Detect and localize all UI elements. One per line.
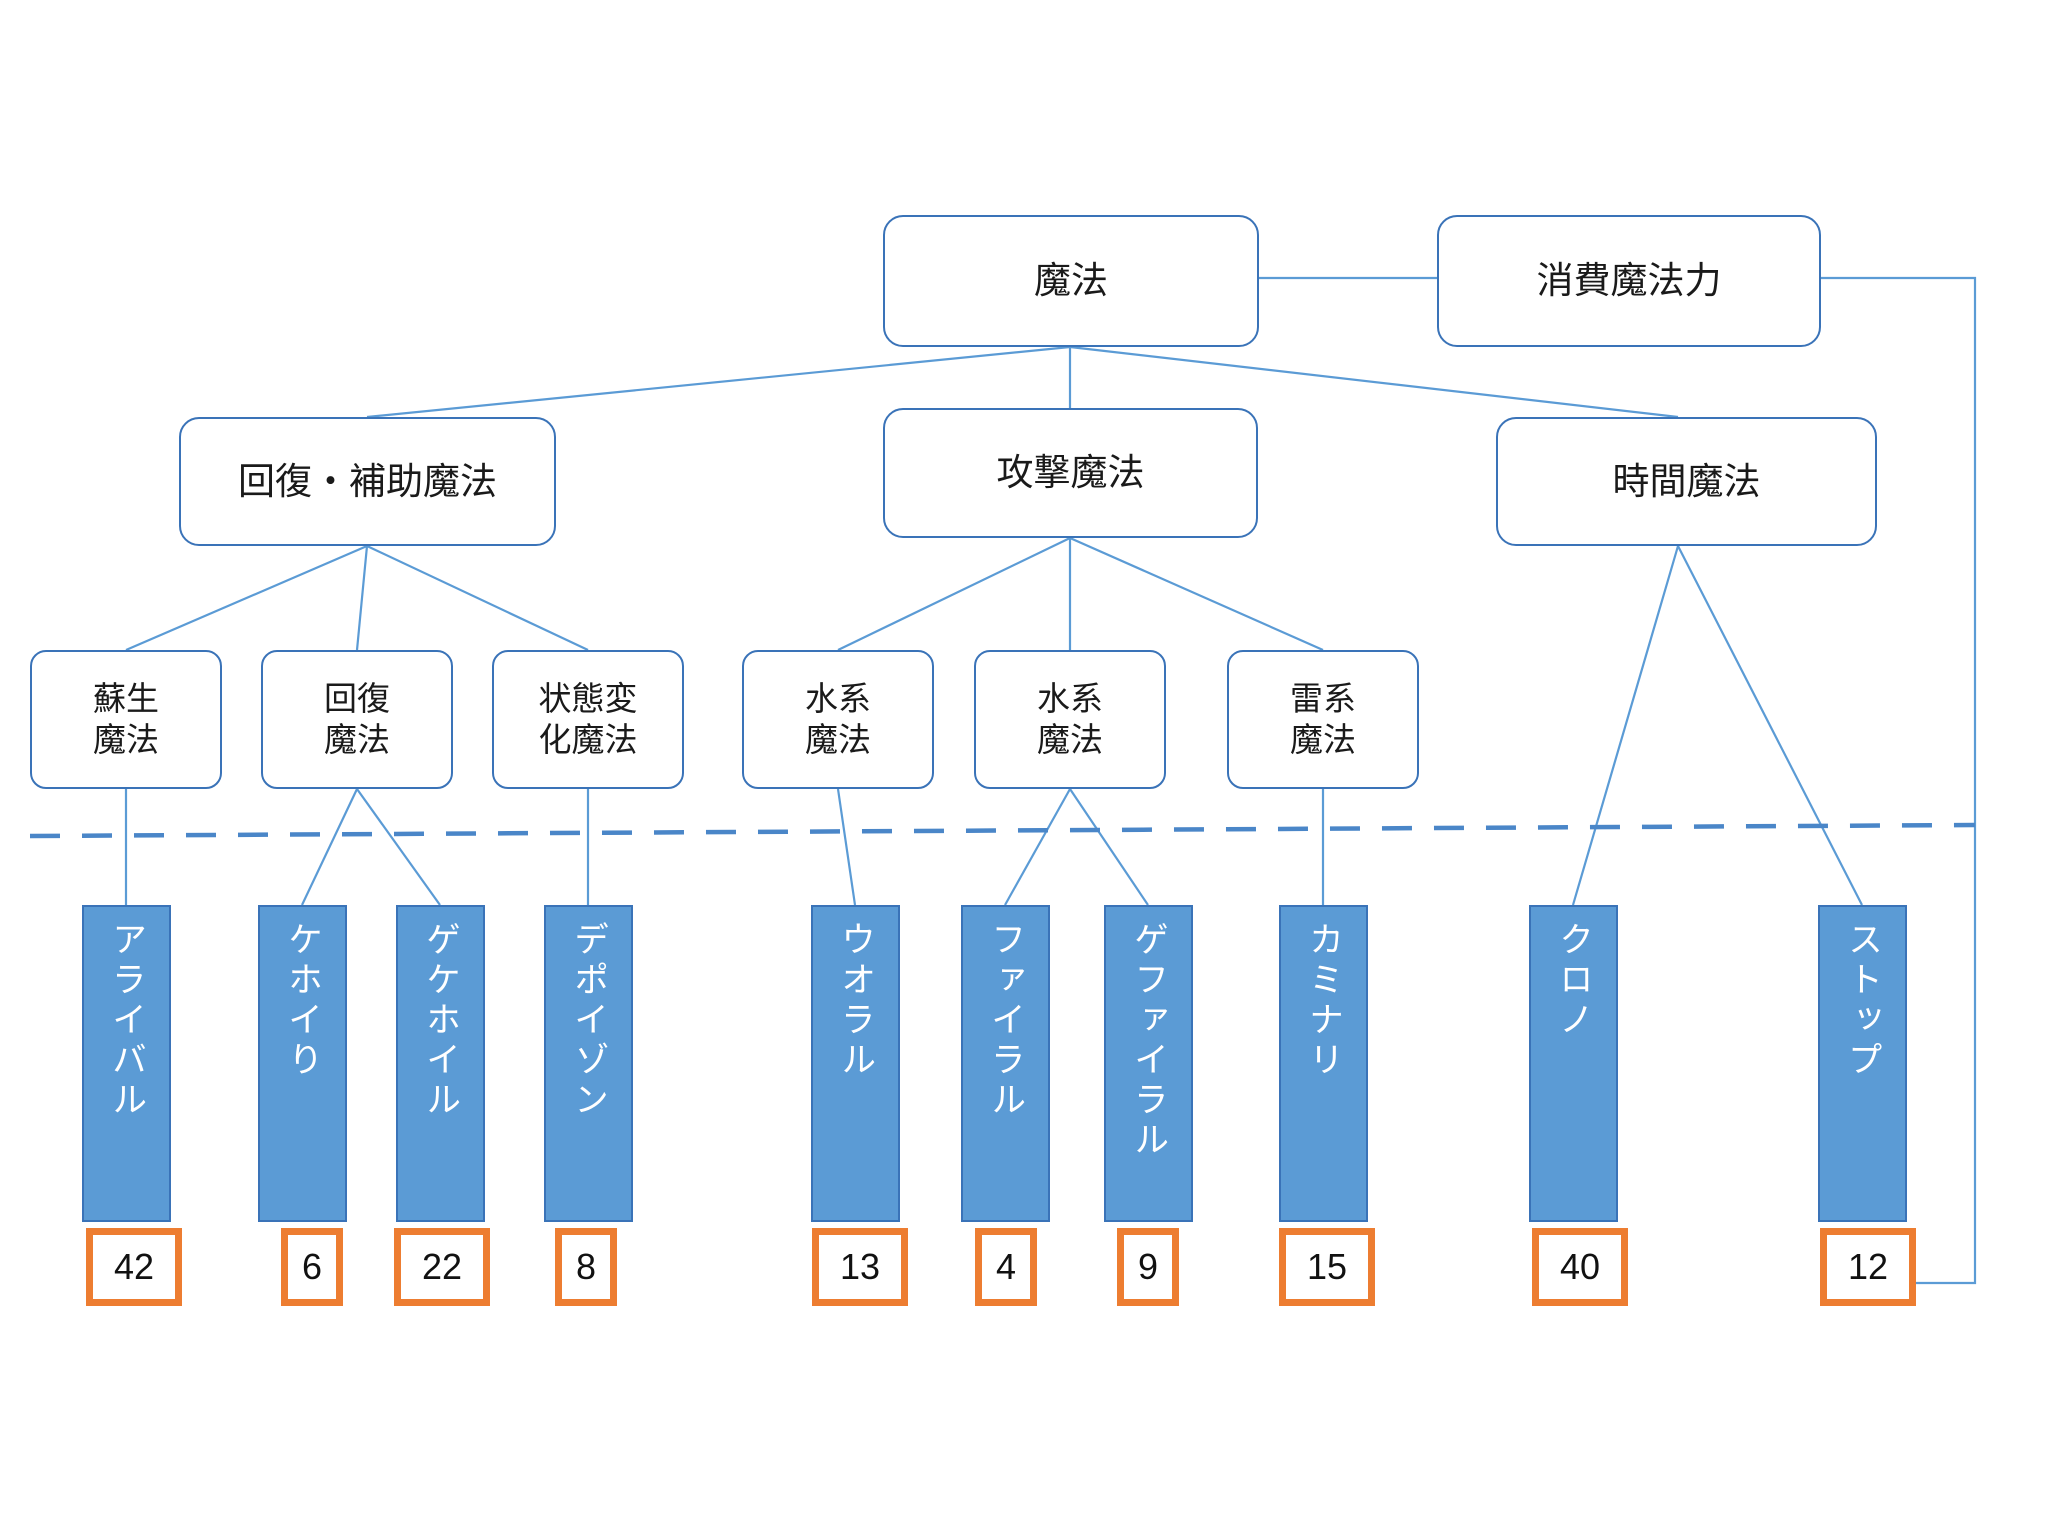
cost-value: 40 [1559, 1246, 1601, 1287]
cost-box-gefairaru[interactable]: 9 [1117, 1228, 1179, 1306]
spell-bar-label: ストップ [1843, 921, 1882, 1081]
cost-box-uoraru[interactable]: 13 [812, 1228, 908, 1306]
node-subcategory-water-2[interactable]: 水系 魔法 [974, 650, 1166, 789]
node-subcategory-heal[interactable]: 回復 魔法 [261, 650, 453, 789]
cost-box-kehoiri[interactable]: 6 [281, 1228, 343, 1306]
node-category-time[interactable]: 時間魔法 [1496, 417, 1877, 546]
spell-bar-kaminari[interactable]: カミナリ [1279, 905, 1368, 1222]
node-subcategory-water-2-label: 水系 魔法 [1037, 680, 1103, 758]
edge-cat0-to-sub1 [355, 545, 369, 651]
cost-value: 12 [1847, 1246, 1889, 1287]
spell-bar-sutoppu[interactable]: ストップ [1818, 905, 1907, 1222]
node-root[interactable]: 魔法 [883, 215, 1259, 347]
cost-value: 13 [839, 1246, 881, 1287]
node-category-time-label: 時間魔法 [1612, 460, 1761, 502]
spell-bar-label: アライバル [107, 921, 146, 1121]
cost-value: 6 [301, 1246, 323, 1287]
node-category-recovery[interactable]: 回復・補助魔法 [179, 417, 556, 546]
spell-bar-arabaru[interactable]: アライバル [82, 905, 171, 1222]
spell-bar-label: デポイゾン [569, 921, 608, 1121]
node-subcategory-revival-label: 蘇生 魔法 [93, 680, 159, 758]
cost-box-kurono[interactable]: 40 [1532, 1228, 1628, 1306]
node-subcategory-thunder-label: 雷系 魔法 [1290, 680, 1356, 758]
cost-box-arabaru[interactable]: 42 [86, 1228, 182, 1306]
edge-cat2-to-spell-8 [1571, 545, 1680, 906]
node-subcategory-water-1-label: 水系 魔法 [805, 680, 871, 758]
spell-bar-label: クロノ [1554, 921, 1593, 1041]
edge-root-to-cat-2 [1069, 345, 1679, 419]
cost-box-fairaru[interactable]: 4 [975, 1228, 1037, 1306]
cost-value: 9 [1137, 1246, 1159, 1287]
dashed-divider [29, 822, 1976, 839]
node-subcategory-water-1[interactable]: 水系 魔法 [742, 650, 934, 789]
node-mp-cost[interactable]: 消費魔法力 [1437, 215, 1821, 347]
spell-bar-label: ゲファイラル [1129, 921, 1168, 1161]
cost-value: 4 [995, 1246, 1017, 1287]
cost-value: 8 [575, 1246, 597, 1287]
cost-value: 22 [421, 1246, 463, 1287]
edge-sub1-to-spell-2 [356, 788, 441, 906]
spell-bar-label: ケホイり [283, 921, 322, 1081]
edge-sub3-to-spell-4 [836, 788, 857, 906]
edge-sub4-to-spell-6 [1069, 788, 1149, 906]
cost-value: 42 [113, 1246, 155, 1287]
edge-sub4-to-spell-5 [1004, 788, 1071, 906]
node-category-attack[interactable]: 攻撃魔法 [883, 408, 1258, 538]
spell-bar-label: ウオラル [836, 921, 875, 1081]
edge-cat0-to-sub0 [125, 544, 368, 652]
node-subcategory-heal-label: 回復 魔法 [324, 680, 390, 758]
node-subcategory-thunder[interactable]: 雷系 魔法 [1227, 650, 1419, 789]
cost-value: 15 [1306, 1246, 1348, 1287]
node-category-recovery-label: 回復・補助魔法 [238, 460, 497, 502]
node-category-attack-label: 攻撃魔法 [996, 452, 1145, 494]
edge-cat1-to-sub3 [837, 537, 1071, 651]
node-subcategory-status-label: 状態変 化魔法 [538, 680, 638, 758]
cost-box-depoizon[interactable]: 8 [555, 1228, 617, 1306]
spell-bar-depoizon[interactable]: デポイゾン [544, 905, 633, 1222]
spell-bar-label: ファイラル [986, 921, 1025, 1121]
edge-cat1-to-sub5 [1069, 536, 1324, 652]
cost-box-gekehoiru[interactable]: 22 [394, 1228, 490, 1306]
edge-cat0-to-sub2 [366, 545, 589, 651]
edge-sub1-to-spell-1 [301, 788, 358, 906]
edge-cat2-to-spell-9 [1677, 545, 1863, 906]
spell-bar-gekehoiru[interactable]: ゲケホイル [396, 905, 485, 1222]
node-subcategory-status[interactable]: 状態変 化魔法 [492, 650, 684, 789]
spell-bar-fairaru[interactable]: ファイラル [961, 905, 1050, 1222]
spell-bar-label: ゲケホイル [421, 921, 460, 1121]
edge-root-to-cat-0 [366, 345, 1071, 419]
node-mp-cost-label: 消費魔法力 [1536, 260, 1722, 302]
node-root-label: 魔法 [1034, 260, 1108, 302]
spell-bar-kehoiri[interactable]: ケホイり [258, 905, 347, 1222]
node-subcategory-revival[interactable]: 蘇生 魔法 [30, 650, 222, 789]
spell-bar-kurono[interactable]: クロノ [1529, 905, 1618, 1222]
cost-box-sutoppu[interactable]: 12 [1820, 1228, 1916, 1306]
cost-box-kaminari[interactable]: 15 [1279, 1228, 1375, 1306]
spell-bar-gefairaru[interactable]: ゲファイラル [1104, 905, 1193, 1222]
spell-bar-label: カミナリ [1304, 921, 1343, 1081]
spell-bar-uoraru[interactable]: ウオラル [811, 905, 900, 1222]
